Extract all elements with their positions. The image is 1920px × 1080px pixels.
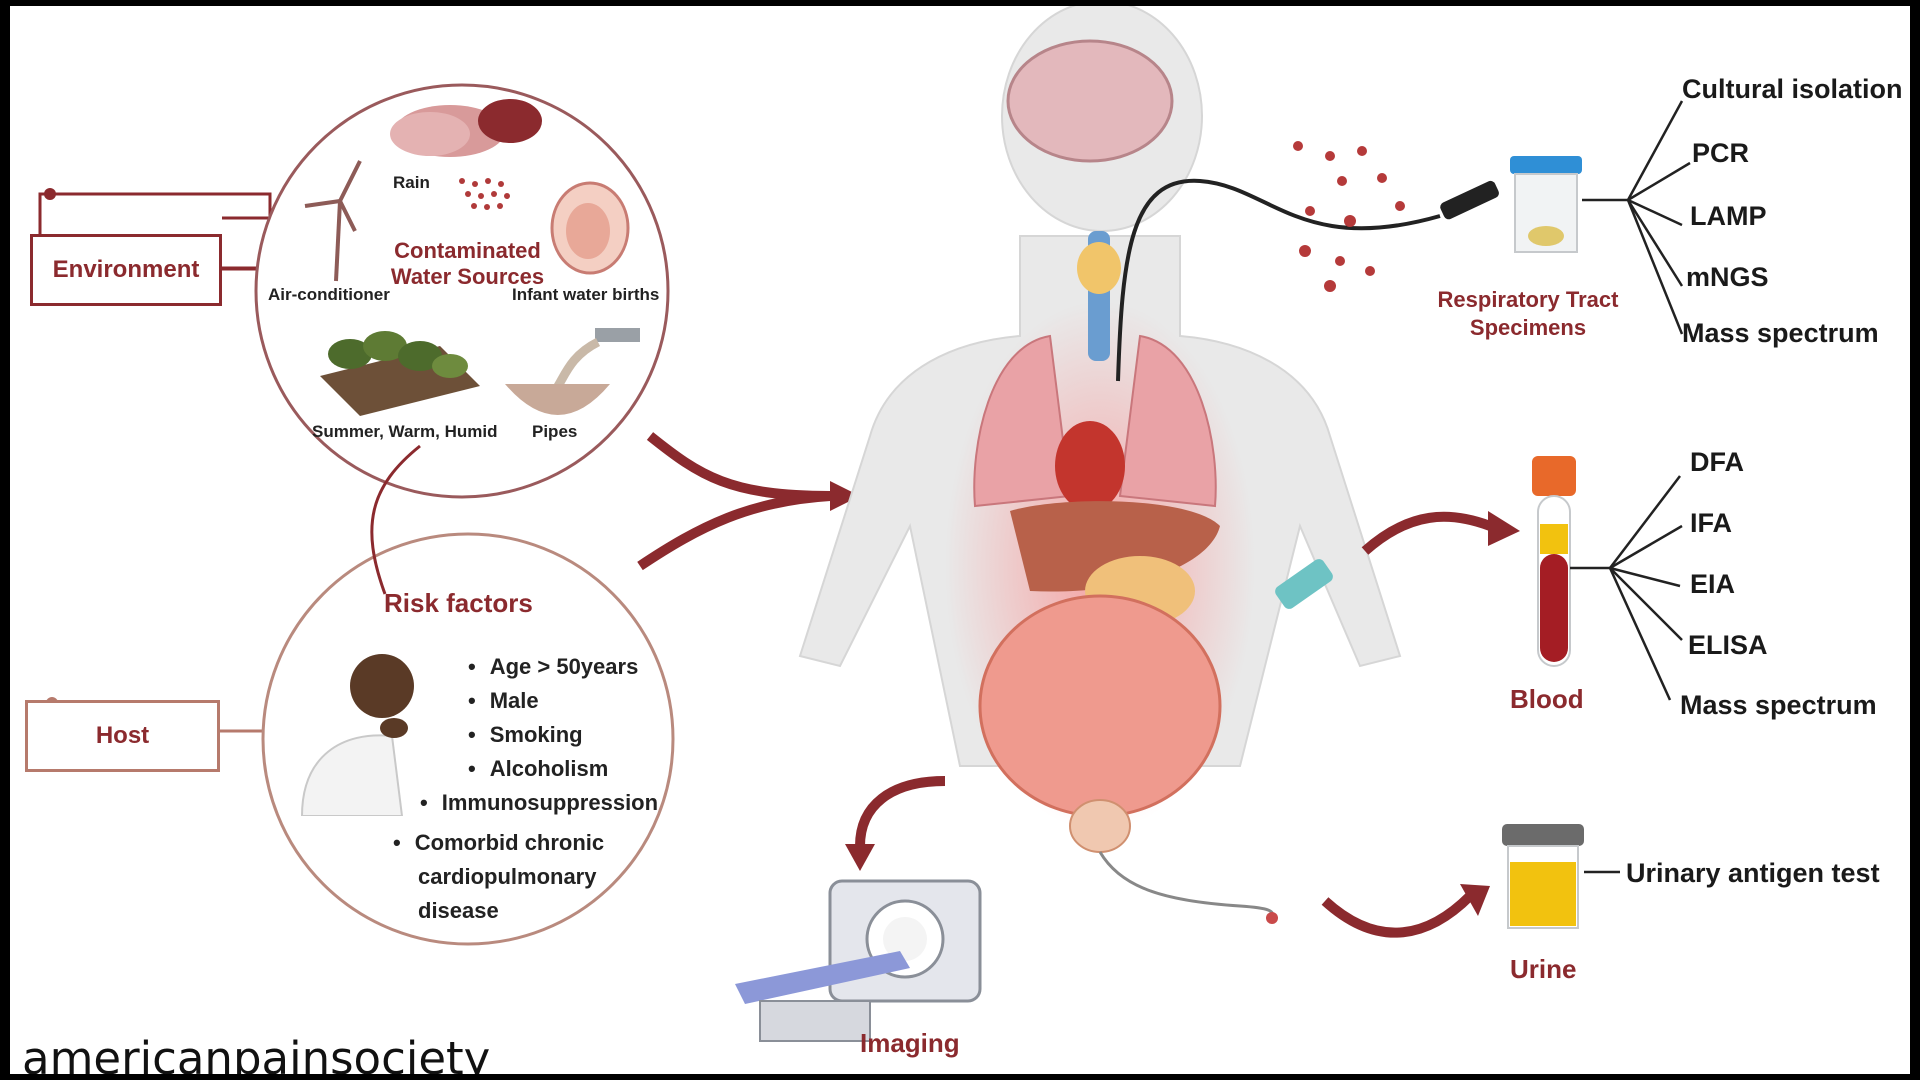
iv-catheter-icon xyxy=(1275,559,1333,609)
trees-icon xyxy=(320,331,480,416)
respiratory-test-label: mNGS xyxy=(1686,262,1769,292)
bladder xyxy=(1069,799,1131,853)
respiratory-test-label: Mass spectrum xyxy=(1682,318,1879,348)
contaminated-water-title: Contaminated Water Sources xyxy=(390,238,545,289)
cloud-icon xyxy=(390,99,542,157)
blood-tube-icon xyxy=(1532,456,1576,667)
watermark-text: americanpainsociety xyxy=(22,1032,491,1074)
thyroid xyxy=(1077,242,1121,294)
left-lung xyxy=(973,334,1072,508)
blood-test-label: EIA xyxy=(1690,569,1736,599)
blood-test-label: Mass spectrum xyxy=(1680,690,1877,720)
diagram-canvas: Environment Host Rain Contaminated Water… xyxy=(10,6,1910,1074)
urine-test-label: Urinary antigen test xyxy=(1626,858,1880,888)
respiratory-cup-icon xyxy=(1510,156,1582,253)
connector-dot xyxy=(44,188,56,200)
air-conditioner-label: Air-conditioner xyxy=(268,285,390,304)
risk-factor-item: Smoking xyxy=(468,722,583,748)
brain-icon xyxy=(1006,39,1174,163)
circle-link xyxy=(370,444,421,595)
catheter-tube xyxy=(1098,851,1275,919)
urine-label: Urine xyxy=(1510,954,1577,984)
arrow-to-imaging xyxy=(855,776,946,847)
catheter-tip xyxy=(1266,912,1278,924)
blood-tree xyxy=(1570,475,1683,701)
environment-box: Environment xyxy=(30,234,222,306)
arrow-to-body-lower xyxy=(637,491,831,571)
respiratory-specimens-label: Respiratory Tract Specimens xyxy=(1437,287,1619,340)
respiratory-test-label: LAMP xyxy=(1690,201,1767,231)
risk-factor-item: Age > 50years xyxy=(468,654,639,680)
summer-label: Summer, Warm, Humid xyxy=(312,422,498,441)
cough-particles-icon xyxy=(1293,141,1405,292)
bronchoscope-handle xyxy=(1440,180,1499,220)
coughing-person-icon xyxy=(282,646,432,817)
right-lung xyxy=(1118,334,1217,508)
pipes-label: Pipes xyxy=(532,422,578,441)
infant-water-births-label: Infant water births xyxy=(512,285,660,304)
host-box: Host xyxy=(25,700,220,772)
risk-factor-item: Comorbid chronic cardiopulmonary disease xyxy=(393,826,628,928)
wind-turbine-icon xyxy=(304,160,362,282)
blood-test-label: DFA xyxy=(1690,447,1744,477)
blood-test-label: IFA xyxy=(1690,508,1733,538)
rain-drops-icon xyxy=(459,178,510,210)
diagram-graphics xyxy=(33,6,1691,1042)
blood-label: Blood xyxy=(1510,684,1584,714)
arrow-to-body-upper xyxy=(646,432,831,501)
heart-icon xyxy=(1055,421,1125,511)
risk-factor-item: Male xyxy=(468,688,539,714)
bronchoscope-tube xyxy=(1116,178,1441,382)
arrow-to-urine xyxy=(1321,892,1474,938)
respiratory-tree xyxy=(1582,100,1691,335)
respiratory-test-label: PCR xyxy=(1692,138,1750,168)
infant-icon xyxy=(550,181,630,275)
ct-scanner-icon xyxy=(735,879,982,1042)
arrow-to-blood xyxy=(1361,511,1492,555)
imaging-label: Imaging xyxy=(860,1028,960,1058)
blood-test-label: ELISA xyxy=(1688,630,1768,660)
risk-factor-item: Alcoholism xyxy=(468,756,609,782)
pipe-icon xyxy=(505,328,640,415)
rain-label: Rain xyxy=(393,173,430,192)
urine-cup-icon xyxy=(1502,824,1584,929)
risk-factor-item: Immunosuppression xyxy=(420,790,658,816)
risk-factors-title: Risk factors xyxy=(384,588,533,618)
respiratory-test-label: Cultural isolation xyxy=(1682,74,1903,104)
intestines xyxy=(978,594,1222,818)
